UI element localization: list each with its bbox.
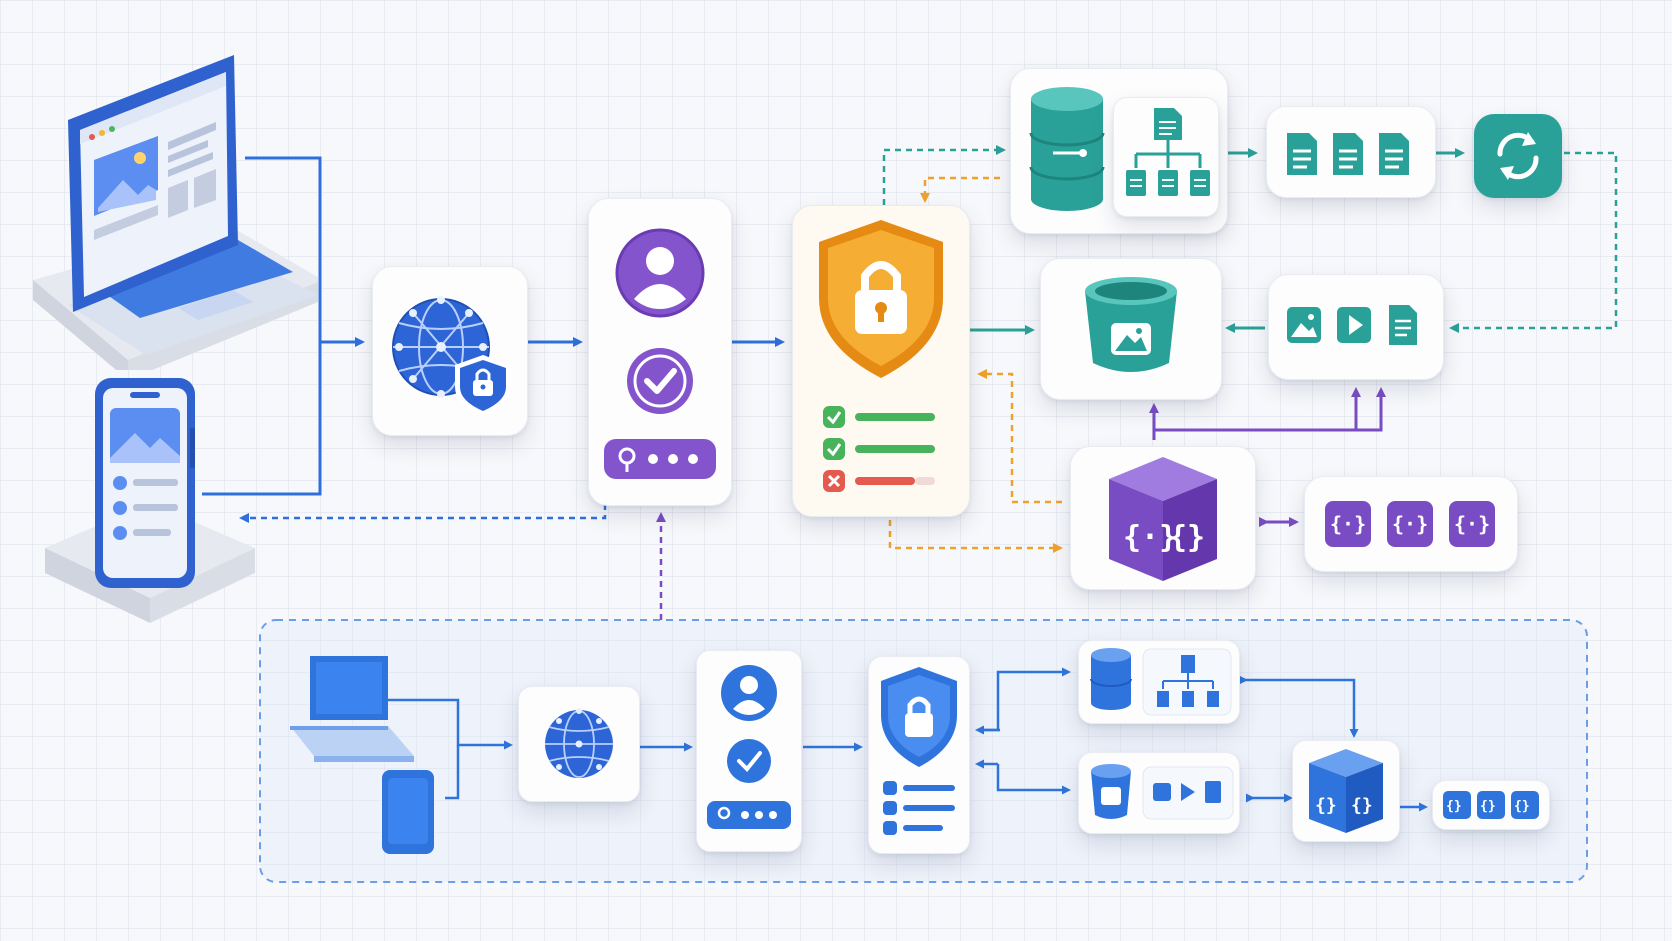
lower-security-card[interactable] <box>868 656 970 854</box>
shield-lock-icon <box>819 220 943 378</box>
lower-snippets-card[interactable]: {} {} {} <box>1432 780 1550 830</box>
user-avatar-icon <box>615 228 705 318</box>
security-stack <box>819 220 943 492</box>
code-cube-icon: {·} {} <box>1109 457 1217 581</box>
documents-card[interactable] <box>1266 106 1436 198</box>
svg-text:{·}: {·} <box>1392 512 1428 536</box>
laptop-device[interactable] <box>28 50 323 380</box>
media-files-card[interactable] <box>1268 274 1444 380</box>
code-module-card[interactable]: {·} {} <box>1070 446 1256 590</box>
arrow-code-to-security-upper <box>977 369 1062 504</box>
globe-with-shield-icon <box>392 296 511 417</box>
lower-database-card[interactable] <box>1078 640 1240 724</box>
svg-text:{}: {} <box>1514 799 1530 814</box>
svg-text:{·}: {·} <box>1330 512 1366 536</box>
media-storage-card[interactable] <box>1040 258 1222 400</box>
lower-code-card[interactable]: {} {} <box>1292 740 1400 842</box>
arrow-auth-response-to-devices <box>239 504 607 523</box>
lower-gateway-card[interactable] <box>518 686 640 802</box>
media-storage-bucket-icon <box>1085 277 1177 372</box>
auth-stack <box>604 228 716 479</box>
lower-devices[interactable] <box>284 648 454 868</box>
lower-auth-stack <box>707 665 791 829</box>
arrow-database-to-security <box>920 176 1000 203</box>
laptop-icon <box>33 55 323 380</box>
code-braces-icon: {·} {·} {·} <box>1325 501 1495 547</box>
smartphone-device[interactable] <box>40 378 260 638</box>
lower-auth-card[interactable] <box>696 650 802 852</box>
gateway-card[interactable] <box>372 266 528 436</box>
lower-media-icon <box>1091 764 1234 820</box>
documents-icon <box>1287 133 1409 175</box>
password-key-icon <box>604 439 716 479</box>
security-policy-card[interactable] <box>792 205 970 517</box>
checkmark-badge-icon <box>627 348 693 414</box>
arrow-security-to-code-lower <box>888 520 1063 553</box>
lower-database-icon <box>1090 648 1232 716</box>
globe-icon <box>545 708 613 778</box>
svg-text:{·}: {·} <box>1123 520 1177 555</box>
svg-text:{}: {} <box>1480 799 1496 814</box>
media-files-icon <box>1287 305 1417 345</box>
svg-text:{·}: {·} <box>1454 512 1490 536</box>
lower-code-braces-icon: {} {} {} <box>1443 791 1539 819</box>
smartphone-icon <box>45 378 255 623</box>
laptop-phone-icon <box>290 656 434 854</box>
checklist-icon <box>823 406 935 492</box>
document-tree-icon <box>1126 108 1210 196</box>
arrow-security-to-database <box>882 145 1006 205</box>
sync-icon <box>1497 132 1539 180</box>
lower-security-stack <box>881 667 957 835</box>
lower-media-card[interactable] <box>1078 752 1240 834</box>
lower-code-cube-icon: {} {} <box>1309 749 1383 833</box>
shield-badge-icon <box>455 355 511 417</box>
database-icon <box>1029 87 1105 211</box>
svg-text:{}: {} <box>1315 795 1337 816</box>
svg-text:{}: {} <box>1351 795 1373 816</box>
arrow-devices-to-gateway <box>202 156 365 496</box>
svg-text:{}: {} <box>1446 799 1462 814</box>
database-card[interactable] <box>1010 68 1228 234</box>
arrow-code-to-storage-and-media <box>1149 387 1386 440</box>
authentication-card[interactable] <box>588 198 732 506</box>
arrow-sync-to-media <box>1449 151 1618 333</box>
sync-card[interactable] <box>1474 114 1562 198</box>
svg-text:{}: {} <box>1169 520 1205 555</box>
document-tree-panel <box>1113 97 1219 217</box>
lower-connectors <box>388 667 1428 812</box>
code-snippets-card[interactable]: {·} {·} {·} <box>1304 476 1518 572</box>
